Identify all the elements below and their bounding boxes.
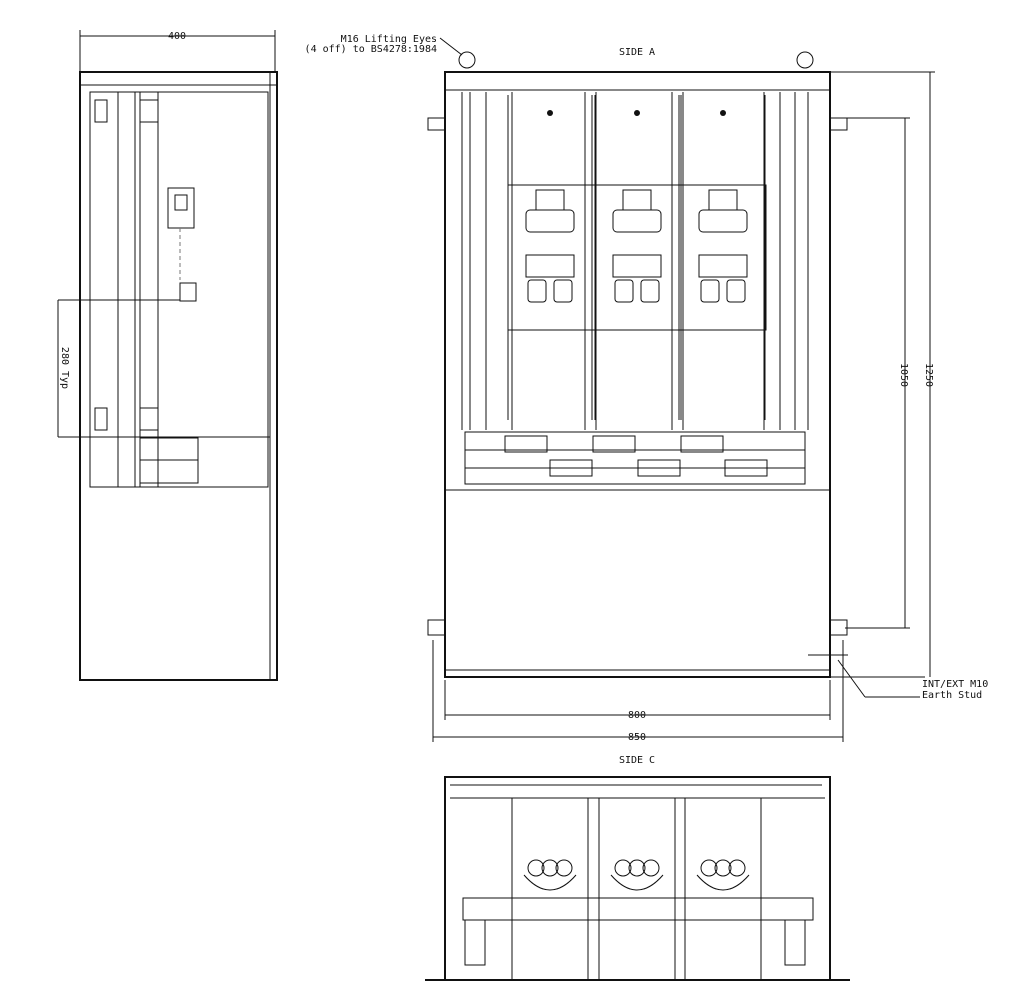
earth-note-line1: INT/EXT M10: [922, 679, 988, 690]
lifting-note-line1: M16 Lifting Eyes: [341, 34, 437, 45]
height-inner-dim: 1050: [898, 363, 909, 387]
side-view-pitch-dim: 280 Typ: [59, 347, 70, 389]
side-c-view: SIDE C: [425, 755, 850, 981]
earth-note-line2: Earth Stud: [922, 690, 982, 701]
width-outer-dim: 850: [628, 732, 646, 743]
side-view: 400 280 Typ: [57, 30, 278, 681]
lifting-note-line2: (4 off) to BS4278:1984: [305, 44, 437, 55]
width-inner-dim: 800: [628, 710, 646, 721]
side-view-width-dim: 400: [168, 31, 186, 42]
side-a-view: SIDE A M16 Lifting Eyes (4 off) to BS427…: [305, 34, 989, 743]
height-outer-dim: 1250: [923, 363, 934, 387]
side-a-title: SIDE A: [619, 47, 655, 58]
lifting-eye-icon: [458, 51, 476, 69]
side-c-title: SIDE C: [619, 755, 655, 766]
lifting-eye-icon: [796, 51, 814, 69]
